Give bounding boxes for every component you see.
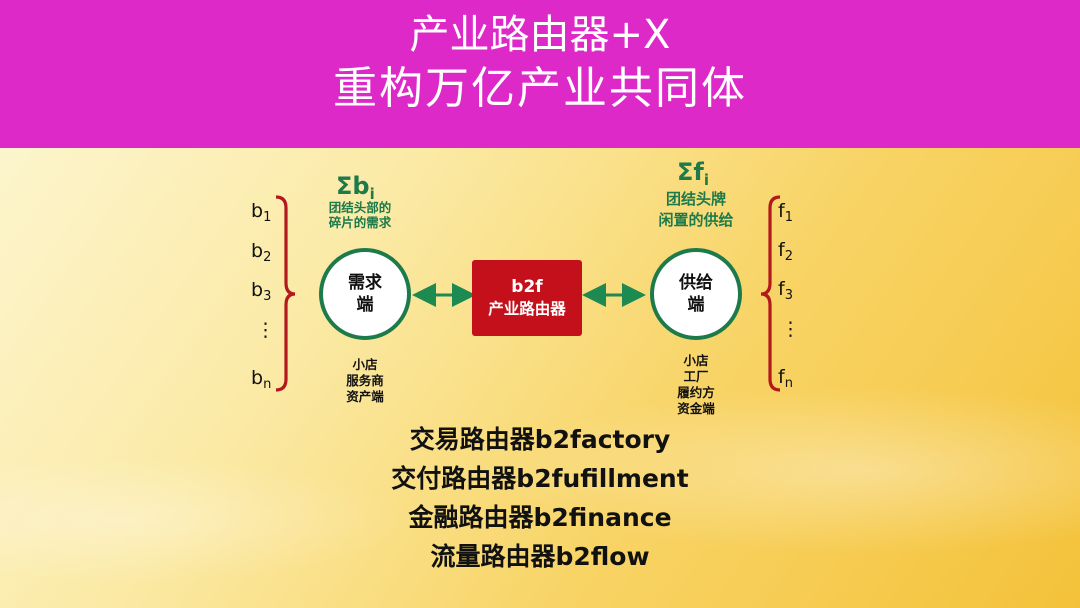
supply-member: 工厂 bbox=[683, 369, 709, 384]
router-line-transaction: 交易路由器b2factory bbox=[409, 425, 671, 454]
router-line-finance: 金融路由器b2finance bbox=[408, 503, 672, 532]
router-box-line-2: 产业路由器 bbox=[488, 300, 566, 318]
left-description-line: 团结头部的 bbox=[328, 200, 392, 215]
header-band: 产业路由器+X 重构万亿产业共同体 bbox=[0, 0, 1080, 148]
router-box-line-1: b2f bbox=[511, 277, 543, 297]
router-line-fulfillment: 交付路由器b2fufillment bbox=[391, 464, 689, 493]
supply-node-line: 供给 bbox=[679, 273, 713, 293]
left-description-line: 碎片的需求 bbox=[328, 215, 392, 230]
router-line-flow: 流量路由器b2flow bbox=[430, 542, 650, 571]
right-item-f3: f3 bbox=[778, 278, 793, 303]
supply-member: 资金端 bbox=[677, 401, 715, 416]
supply-member: 小店 bbox=[683, 353, 709, 368]
supply-node: 供给 端 bbox=[650, 248, 742, 340]
left-item-ellipsis: ⋮ bbox=[256, 319, 275, 341]
left-description: 团结头部的 碎片的需求 bbox=[310, 200, 410, 230]
supply-node-line: 端 bbox=[687, 295, 705, 315]
title-line-1: 产业路由器+X bbox=[409, 12, 671, 58]
right-description: 团结头牌 闲置的供给 bbox=[636, 189, 756, 231]
left-item-b1: b1 bbox=[251, 200, 272, 225]
left-item-b3: b3 bbox=[251, 279, 272, 304]
supply-member: 履约方 bbox=[677, 385, 715, 400]
right-item-f2: f2 bbox=[778, 239, 793, 264]
right-item-f1: f1 bbox=[778, 200, 793, 225]
right-item-fn: fn bbox=[778, 366, 793, 391]
demand-member: 服务商 bbox=[346, 373, 384, 388]
demand-node-line: 端 bbox=[356, 295, 374, 315]
title-line-2: 重构万亿产业共同体 bbox=[333, 63, 747, 114]
left-sum-label: Σbi bbox=[336, 172, 375, 203]
demand-node: 需求 端 bbox=[319, 248, 411, 340]
supply-members: 小店 工厂 履约方 资金端 bbox=[646, 353, 746, 417]
demand-node-line: 需求 bbox=[348, 273, 382, 293]
left-item-bn: bn bbox=[251, 367, 272, 392]
b2f-router-box: b2f 产业路由器 bbox=[472, 260, 582, 336]
demand-member: 资产端 bbox=[346, 389, 384, 404]
demand-members: 小店 服务商 资产端 bbox=[315, 357, 415, 405]
right-item-ellipsis: ⋮ bbox=[781, 318, 800, 340]
right-brace bbox=[760, 195, 781, 392]
left-item-b2: b2 bbox=[251, 240, 272, 265]
left-brace bbox=[275, 195, 296, 392]
right-description-line: 闲置的供给 bbox=[658, 211, 734, 229]
right-description-line: 团结头牌 bbox=[665, 190, 726, 208]
right-sum-label: Σfi bbox=[677, 158, 709, 189]
demand-member: 小店 bbox=[352, 357, 378, 372]
